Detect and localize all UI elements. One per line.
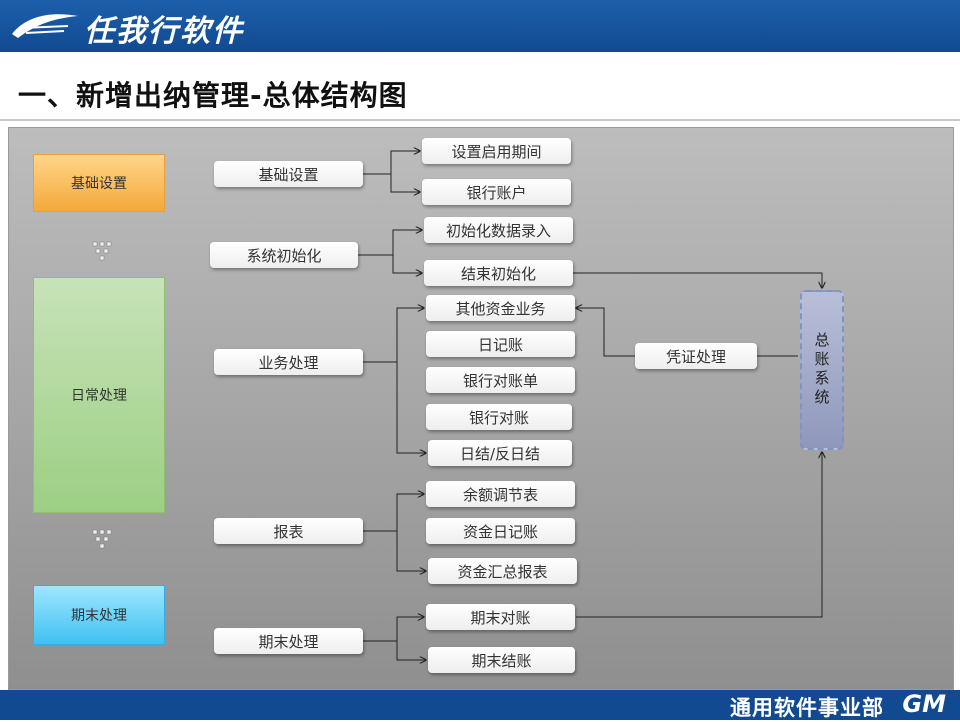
item-bank-statement: 银行对账单 <box>426 367 575 393</box>
category-system-init: 系统初始化 <box>210 242 358 268</box>
chevron-down-icon <box>92 241 112 261</box>
header-bar: 任我行软件 <box>0 0 960 52</box>
item-end-init: 结束初始化 <box>424 260 573 286</box>
logo-swoosh-icon <box>12 14 78 38</box>
stage-basic-setup: 基础设置 <box>33 154 165 212</box>
item-bank-account: 银行账户 <box>422 179 571 205</box>
footer-bar: 通用软件事业部 GM <box>0 690 960 720</box>
general-ledger-label: 总账系统 <box>812 332 831 408</box>
item-other-fund-business: 其他资金业务 <box>426 295 575 321</box>
item-fund-summary-report: 资金汇总报表 <box>428 558 577 584</box>
voucher-processing-node: 凭证处理 <box>635 343 757 369</box>
page-title: 一、新增出纳管理-总体结构图 <box>18 79 408 112</box>
category-period-end: 期末处理 <box>214 628 363 654</box>
general-ledger-system: 总账系统 <box>800 290 844 450</box>
item-daily-close: 日结/反日结 <box>428 440 572 466</box>
title-divider <box>0 119 960 121</box>
logo-text: 任我行软件 <box>84 14 244 49</box>
category-reports: 报表 <box>214 518 363 544</box>
item-init-data-entry: 初始化数据录入 <box>424 217 573 243</box>
item-period-reconcile: 期末对账 <box>426 604 575 630</box>
category-basic-setup: 基础设置 <box>214 161 363 187</box>
footer-logo: GM <box>902 690 946 718</box>
item-enable-period: 设置启用期间 <box>422 138 571 164</box>
item-fund-journal: 资金日记账 <box>426 518 575 544</box>
stage-daily-processing: 日常处理 <box>33 277 165 513</box>
footer-department: 通用软件事业部 <box>730 696 884 720</box>
item-balance-adjust-table: 余额调节表 <box>426 481 575 507</box>
item-bank-reconcile: 银行对账 <box>426 404 572 430</box>
item-journal: 日记账 <box>426 331 575 357</box>
category-business-processing: 业务处理 <box>214 349 363 375</box>
stage-period-end: 期末处理 <box>33 585 165 645</box>
chevron-down-icon <box>92 529 112 549</box>
item-period-close: 期末结账 <box>428 647 575 673</box>
